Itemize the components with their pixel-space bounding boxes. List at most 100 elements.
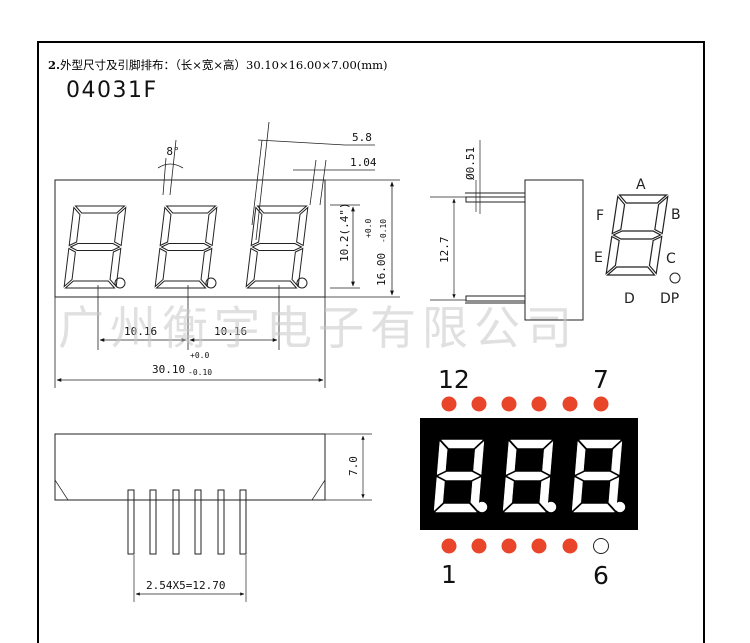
segment-label-a: A [636, 177, 646, 193]
pin-7-label: 7 [593, 365, 609, 394]
pin-dot-bottom-5 [562, 538, 578, 554]
length-tol-pos: +0.0 [190, 351, 209, 360]
pin-dot-top-10 [501, 396, 517, 412]
pitch-right-label: 10.16 [214, 325, 247, 338]
display-digit-2-seg-b [542, 440, 554, 475]
bottom-pin-4 [194, 489, 202, 555]
horizontal-dimensions [54, 285, 326, 388]
angle-line-2 [162, 157, 167, 196]
drawing-frame [37, 41, 705, 643]
pin-dot-top-8 [562, 396, 578, 412]
display-digits [433, 439, 626, 513]
bottom-pin-5 [217, 489, 225, 555]
front-digit-3-seg-d [246, 280, 298, 289]
spec-heading: 2.外型尺寸及引脚排布：（长×宽×高）30.10×16.00×7.00(mm) [48, 57, 388, 73]
bottom-view [54, 433, 372, 602]
front-digit-1 [63, 205, 127, 289]
front-digit-2-dp [205, 277, 217, 289]
front-digit-1-seg-b [114, 206, 127, 247]
display-digit-1-seg-f [436, 440, 448, 475]
display-digit-3-seg-f [574, 440, 586, 475]
front-digit-3 [245, 205, 309, 289]
bottom-chamfer-left [54, 479, 69, 501]
front-digit-2-seg-b [205, 206, 218, 247]
front-digit-1-seg-c [109, 247, 122, 288]
diagram-digit-seg-d [605, 266, 656, 276]
front-digit-2-seg-f [159, 206, 172, 247]
diagram-digit [605, 194, 669, 276]
front-digit-2-seg-e [154, 247, 167, 288]
front-body-outline [54, 179, 326, 298]
dim-1-04: 1.04 [350, 156, 377, 169]
pin-6-label: 6 [593, 561, 609, 590]
display-digit-3-seg-d [572, 503, 616, 513]
front-digit-3-seg-b [296, 206, 309, 247]
display-digit-2-seg-f [505, 440, 517, 475]
segment-diagram [605, 194, 669, 276]
pin-diameter-label: Ø0.51 [464, 147, 477, 180]
side-height-label: 12.7 [438, 237, 451, 264]
slant-line-2 [251, 139, 263, 226]
display-digit-3-seg-c [608, 477, 620, 512]
body-height-label: 16.00 [375, 253, 388, 286]
pin-dot-bottom-3 [501, 538, 517, 554]
bottom-chamfer-right [311, 479, 326, 501]
front-digit-1-seg-d [64, 280, 116, 289]
front-digit-1-dp [114, 277, 126, 289]
display-digit-2-dp [545, 501, 557, 513]
technical-drawing: 8° 5.8 1.04 10.2(.4") +0.0 16.00 -0.10 1… [54, 121, 681, 602]
front-digit-2-seg-g [160, 243, 212, 251]
front-view [54, 179, 400, 298]
front-digit-3-seg-c [291, 247, 304, 288]
length-label: 30.10 [152, 363, 185, 376]
front-digit-2-seg-a [165, 205, 217, 214]
pin-dot-bottom-2 [471, 538, 487, 554]
length-tol-neg: -0.10 [188, 368, 212, 377]
front-digit-1-seg-g [69, 243, 121, 251]
front-digit-3-dp [296, 277, 308, 289]
angle-line-1 [169, 139, 177, 196]
pin-dot-top-12 [441, 396, 457, 412]
pitch-left-label: 10.16 [124, 325, 157, 338]
display-digit-1-seg-c [470, 477, 482, 512]
pin-dot-bottom-4 [531, 538, 547, 554]
pin-dot-bottom-6 [593, 538, 609, 554]
front-digit-3-seg-f [250, 206, 263, 247]
front-digit-outlines [63, 205, 309, 289]
display-digit-1-dp [476, 501, 488, 513]
front-digit-3-seg-e [245, 247, 258, 288]
display-digit-2-seg-g [506, 471, 550, 481]
display-digit-3-seg-b [611, 440, 623, 475]
display-digit-1-seg-g [437, 471, 481, 481]
display-digit-1 [433, 439, 488, 513]
bottom-pin-2 [149, 489, 157, 555]
bottom-body [54, 433, 326, 501]
segment-label-f: F [596, 208, 604, 224]
segment-label-dp: DP [660, 291, 679, 307]
vertical-dimensions [330, 181, 394, 296]
bottom-pin-3 [172, 489, 180, 555]
dim-5-8: 5.8 [352, 131, 372, 144]
side-view [430, 140, 584, 321]
side-body [524, 179, 584, 321]
segment-label-e: E [594, 250, 603, 266]
heading-text: 外型尺寸及引脚排布：（长×宽×高）30.10×16.00×7.00(mm) [60, 58, 388, 72]
front-digit-2 [154, 205, 218, 289]
display-digit-2 [502, 439, 557, 513]
dim-5-8-leader [257, 139, 346, 146]
pin-1-label: 1 [441, 560, 457, 589]
display-digit-1-seg-e [433, 477, 445, 512]
angle-arc [157, 163, 184, 169]
display-digit-3-seg-e [571, 477, 583, 512]
dp-circle [669, 272, 681, 284]
display-digit-3 [571, 439, 626, 513]
display-digit-2-seg-d [503, 503, 547, 513]
slant-line-3 [309, 159, 317, 206]
front-digit-1-seg-a [74, 205, 126, 214]
front-digit-3-seg-g [251, 243, 303, 251]
display-digit-2-seg-c [539, 477, 551, 512]
angle-label: 8° [166, 145, 179, 158]
display-digit-1-seg-a [440, 439, 484, 449]
diagram-digit-seg-c [648, 235, 663, 275]
front-digit-3-seg-a [256, 205, 308, 214]
